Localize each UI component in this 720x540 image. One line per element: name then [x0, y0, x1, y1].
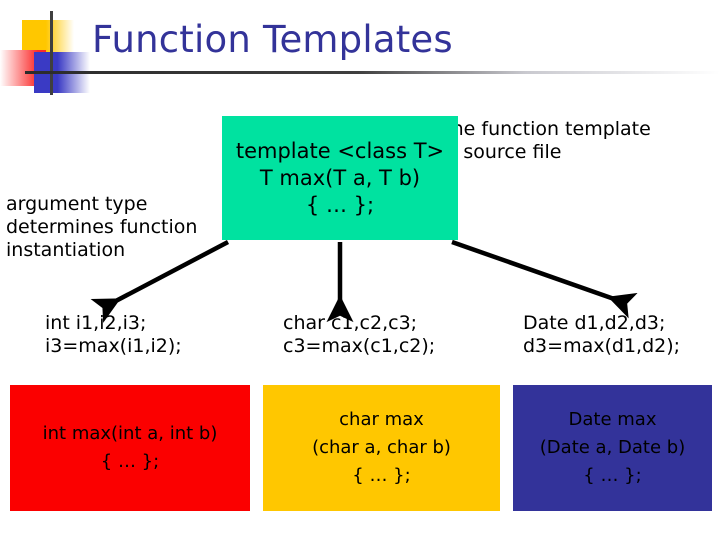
generated-function-date: Date max (Date a, Date b) { … };: [513, 385, 712, 511]
page-title: Function Templates: [92, 18, 453, 61]
generated-function-int: int max(int a, int b) { … };: [10, 385, 250, 511]
annotation-argument-type: argument type determines function instan…: [6, 193, 198, 261]
decor-vertical-rule: [50, 11, 53, 95]
call-int: int i1,i2,i3; i3=max(i1,i2);: [45, 312, 182, 357]
call-date: Date d1,d2,d3; d3=max(d1,d2);: [523, 312, 681, 357]
title-underline-rule: [25, 71, 720, 74]
annotation-one-function-template: one function template in source file: [440, 118, 651, 163]
generated-function-char: char max (char a, char b) { … };: [263, 385, 500, 511]
call-char: char c1,c2,c3; c3=max(c1,c2);: [283, 312, 436, 357]
arrow-to-date-call: [451, 239, 638, 319]
function-template-box: template <class T> T max(T a, T b) { … }…: [222, 116, 458, 240]
